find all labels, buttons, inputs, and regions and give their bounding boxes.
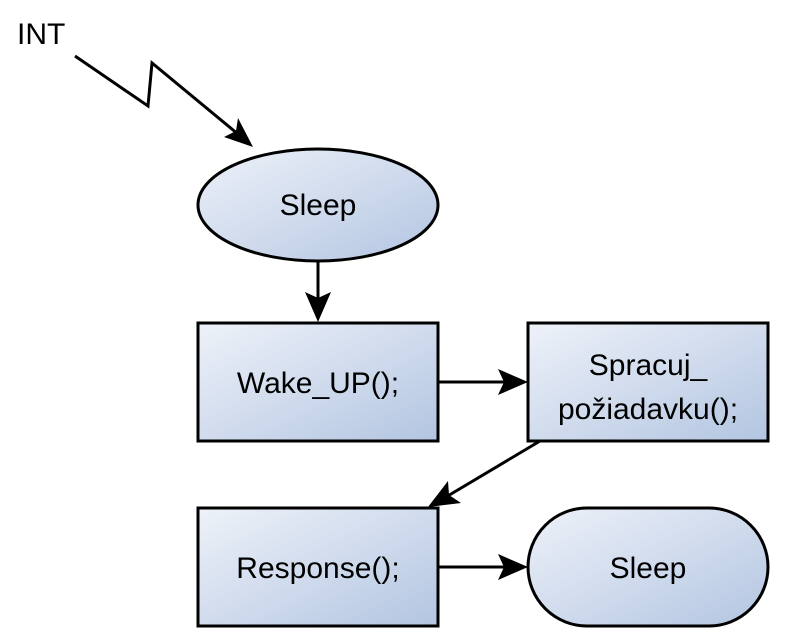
int-label: INT (17, 18, 65, 51)
spracuj-label-line2: požiadavku(); (558, 393, 738, 426)
wake-up-node: Wake_UP(); (196, 321, 440, 443)
response-node: Response(); (196, 506, 440, 628)
sleep-end-label: Sleep (610, 552, 687, 585)
interrupt-arrowhead (224, 118, 253, 147)
sleep-start-label: Sleep (280, 189, 357, 222)
spracuj-node: Spracuj_ požiadavku(); (526, 321, 770, 443)
arrowhead-sleep-to-wakeup (305, 292, 331, 322)
arrowhead-wakeup-to-spracuj (498, 369, 528, 395)
sleep-start-node: Sleep (196, 147, 440, 263)
interrupt-lightning-arrow (74, 54, 251, 146)
response-label: Response(); (236, 552, 399, 585)
arrowhead-spracuj-to-response (428, 481, 461, 507)
spracuj-label-line1: Spracuj_ (589, 349, 709, 382)
sleep-end-node: Sleep (526, 506, 770, 628)
arrowhead-response-to-sleep (498, 554, 528, 580)
wake-up-label: Wake_UP(); (237, 367, 399, 400)
edge-spracuj-to-response (445, 439, 541, 499)
